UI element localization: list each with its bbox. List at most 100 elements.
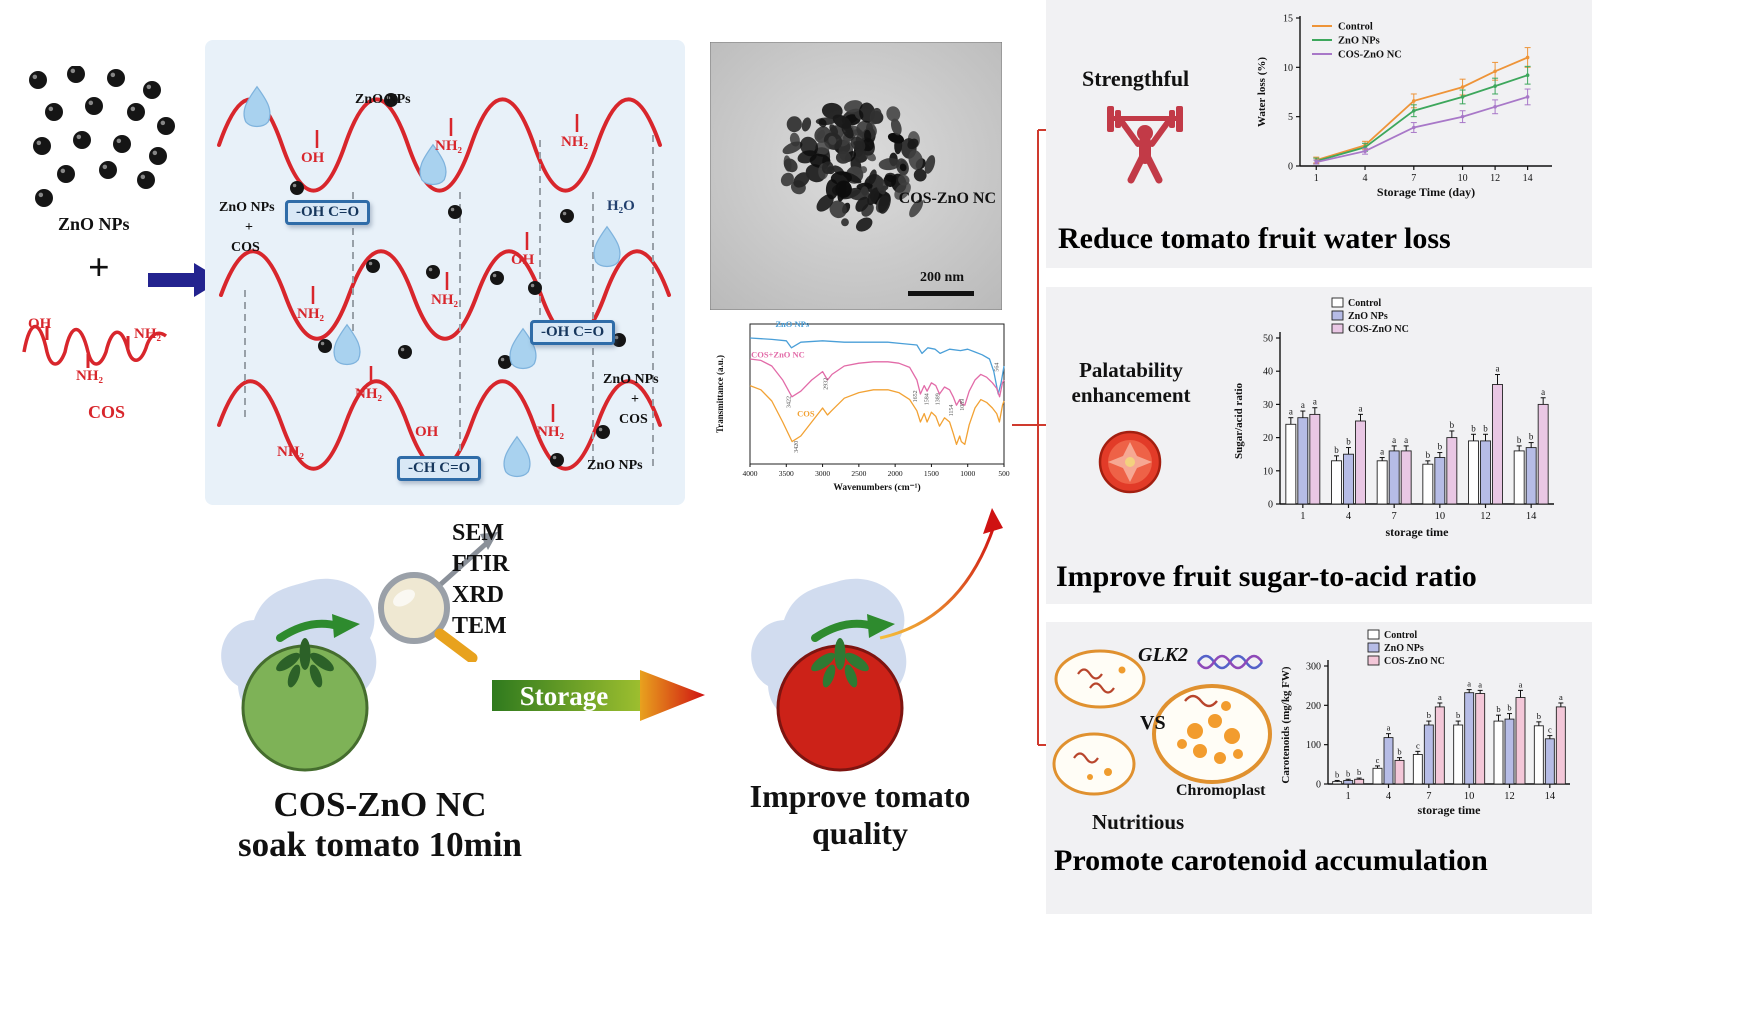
tomato-calyx [811,638,869,688]
chart-text: 10 [1464,791,1475,802]
storage-arrowhead [640,670,705,721]
scheme-label: OH [511,252,535,268]
chart-text: 7 [1426,791,1431,802]
functional-group-box: -CH C=O [397,456,482,481]
zno-dot [99,161,117,179]
data-line [1316,96,1528,163]
significance-letter: c [1416,740,1420,750]
tem-particle [899,163,907,172]
chart-text: 10 [1458,173,1468,184]
panel2-title: Improve fruit sugar-to-acid ratio [1056,560,1477,593]
peak-label: 3420 [794,441,800,453]
dot-highlight [60,168,66,174]
zno-dot [528,281,542,295]
zno-dot [149,147,167,165]
plot-frame [749,323,1005,465]
peak-label: 1389 [935,393,941,405]
dot-highlight [292,183,297,188]
storage-arrow: Storage [492,670,705,721]
significance-letter: b [1346,768,1350,778]
tem-particle [850,136,866,152]
tem-particle [841,218,849,227]
tem-particle [876,176,887,195]
chart-text: 4000 [743,469,758,478]
zno-dot [29,71,47,89]
dot-highlight [562,211,567,216]
method-label: FTIR [452,551,510,577]
vs-label: VS [1140,712,1166,734]
scheme-label: NH₂ [435,138,462,154]
tomato-slice-icon [1098,430,1162,494]
chromoplast-label: Chromoplast [1176,782,1266,799]
tem-particle [908,150,923,170]
chart-text: ZnO NPs [1338,36,1380,47]
significance-letter: b [1426,450,1431,460]
scheme-label: ZnO NPs [219,200,275,215]
significance-letter: a [1467,679,1471,689]
spectrum-line [749,384,1005,446]
chart-text: 10 [1435,511,1446,522]
green-tomato-illustration [221,578,377,772]
chart-text: 0 [1316,780,1321,791]
significance-letter: b [1483,423,1488,433]
tem-particle [835,151,851,164]
tem-particle [894,182,911,200]
water-droplet [503,435,531,478]
tem-particle [818,118,827,128]
y-axis-label: Water loss (%) [1256,57,1268,127]
spectrum-line [749,358,1005,406]
legend-label: COS-ZnO NC [1348,324,1409,335]
chart-text: Wavenumbers (cm⁻¹) [833,482,920,493]
cos-name-label: COS [88,402,126,422]
water-droplet [419,143,447,186]
magnifier-lens [378,572,450,644]
spectrum-label: COS+ZnO NC [751,350,805,360]
scheme-label: OH [415,424,439,440]
y-axis-label: Carotenoids (mg/kg FW) [1280,666,1292,783]
significance-letter: a [1301,400,1305,410]
tem-particle [800,136,819,157]
chart-text: 2000 [888,469,903,478]
tem-particle [786,116,802,133]
legend-label: Control [1348,298,1381,309]
polymer-chain [219,249,671,341]
tem-particle [816,194,834,212]
palatability-label: Palatability enhancement [1056,358,1206,408]
bar [1331,460,1342,505]
tem-particle [886,106,901,122]
zno-dot [366,259,380,273]
chart-text: 14 [1526,511,1537,522]
zno-dot [143,81,161,99]
zno-nps-label: ZnO NPs [58,214,130,234]
method-label: TEM [452,613,507,639]
dot-highlight [88,100,94,106]
significance-letter: b [1357,767,1361,777]
tem-particle [894,136,903,155]
dna-icon [1196,654,1264,670]
data-point [1412,99,1416,103]
chart-text: storage time [1386,525,1450,539]
chart-text: 5 [1288,112,1293,123]
chart-text: 2500 [851,469,866,478]
significance-letter: a [1496,364,1500,374]
magnifier-icon [378,532,498,662]
chart-text: 12 [1504,791,1515,802]
red-tomato-illustration [751,578,907,772]
chart-text: 50 [1263,334,1273,345]
tem-image: COS-ZnO NC 200 nm [710,42,1002,310]
bar [1309,413,1321,505]
dot-highlight [160,120,166,126]
bar [1434,706,1445,785]
arrow-head [983,508,1003,534]
zno-dot [35,189,53,207]
tem-particle [815,141,830,155]
zno-dot [318,339,332,353]
tem-particle [837,180,847,202]
bar [1468,440,1479,505]
tem-particle [869,107,882,125]
bar [1422,463,1434,505]
dot-highlight [146,84,152,90]
data-point [1412,108,1416,113]
zno-dot [33,137,51,155]
